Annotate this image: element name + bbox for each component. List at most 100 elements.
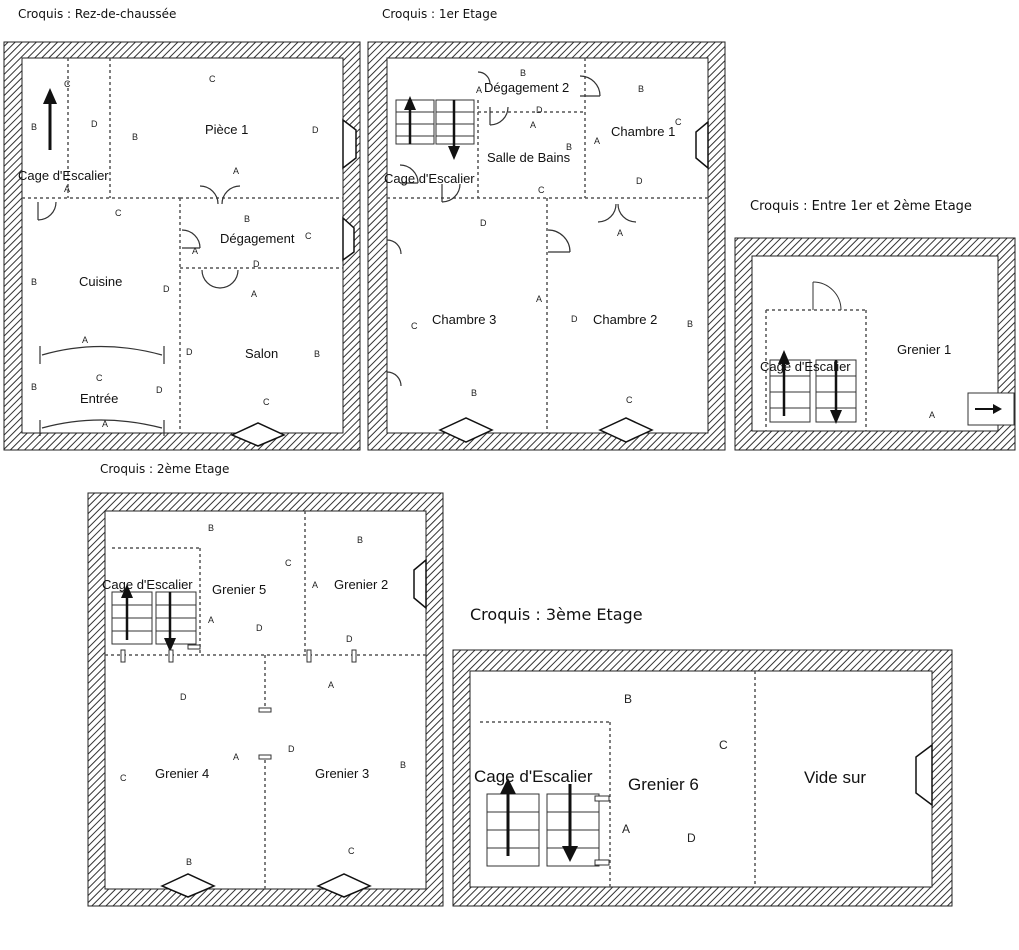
- svg-text:A: A: [594, 136, 600, 146]
- room-degagement2-label: Dégagement 2: [484, 80, 569, 95]
- svg-text:C: C: [719, 738, 728, 752]
- room-grenier1-label: Grenier 1: [897, 342, 951, 357]
- svg-text:C: C: [263, 397, 270, 407]
- svg-text:A: A: [192, 246, 198, 256]
- room-piece1-label: Pièce 1: [205, 122, 248, 137]
- room-chambre1-label: Chambre 1: [611, 124, 675, 139]
- room-entree-label: Entrée: [80, 391, 118, 406]
- room-vide-label: Vide sur: [804, 768, 866, 787]
- svg-text:D: D: [636, 176, 643, 186]
- room-first-stair-label: Cage d'Escalier: [384, 171, 475, 186]
- svg-text:B: B: [520, 68, 526, 78]
- room-cuisine-label: Cuisine: [79, 274, 122, 289]
- svg-text:B: B: [357, 535, 363, 545]
- svg-text:B: B: [638, 84, 644, 94]
- room-second-stair-label: Cage d'Escalier: [102, 577, 193, 592]
- room-chambre3-label: Chambre 3: [432, 312, 496, 327]
- first-floor-walls: [367, 41, 726, 451]
- svg-text:C: C: [120, 773, 127, 783]
- svg-text:A: A: [64, 184, 70, 194]
- first-floor-title: Croquis : 1er Etage: [382, 7, 498, 21]
- svg-text:A: A: [530, 120, 536, 130]
- first-floor-plan: Dégagement 2 Cage d'Escalier Salle de Ba…: [367, 41, 726, 451]
- svg-text:D: D: [687, 831, 696, 845]
- svg-text:A: A: [622, 822, 630, 836]
- svg-text:A: A: [476, 85, 482, 95]
- svg-text:D: D: [312, 125, 319, 135]
- svg-text:D: D: [253, 259, 260, 269]
- ground-wall-letters: C D B A C B D A C B C A D A B D D B A C …: [31, 74, 320, 429]
- svg-text:A: A: [82, 335, 88, 345]
- svg-text:D: D: [536, 105, 543, 115]
- svg-text:D: D: [156, 385, 163, 395]
- svg-text:B: B: [687, 319, 693, 329]
- second-floor-walls: [87, 492, 444, 907]
- svg-text:D: D: [163, 284, 170, 294]
- room-grenier4-label: Grenier 4: [155, 766, 209, 781]
- svg-text:D: D: [571, 314, 578, 324]
- svg-text:B: B: [471, 388, 477, 398]
- svg-text:B: B: [244, 214, 250, 224]
- room-grenier5-label: Grenier 5: [212, 582, 266, 597]
- room-between-stair-label: Cage d'Escalier: [760, 359, 851, 374]
- svg-text:C: C: [305, 231, 312, 241]
- svg-text:D: D: [186, 347, 193, 357]
- svg-text:D: D: [480, 218, 487, 228]
- svg-text:C: C: [64, 79, 71, 89]
- svg-text:A: A: [208, 615, 214, 625]
- third-floor-plan: Cage d'Escalier Grenier 6 Vide sur B C A…: [452, 649, 953, 907]
- svg-text:A: A: [617, 228, 623, 238]
- svg-text:C: C: [538, 185, 545, 195]
- svg-text:D: D: [180, 692, 187, 702]
- svg-text:B: B: [186, 857, 192, 867]
- between-floor-title: Croquis : Entre 1er et 2ème Etage: [750, 199, 972, 214]
- svg-text:A: A: [233, 166, 239, 176]
- room-sdb-label: Salle de Bains: [487, 150, 571, 165]
- svg-text:C: C: [626, 395, 633, 405]
- room-chambre2-label: Chambre 2: [593, 312, 657, 327]
- svg-text:A: A: [102, 419, 108, 429]
- svg-text:D: D: [91, 119, 98, 129]
- svg-text:C: C: [285, 558, 292, 568]
- room-grenier6-label: Grenier 6: [628, 775, 699, 794]
- svg-text:C: C: [209, 74, 216, 84]
- room-ground-stair-label: Cage d'Escalier: [18, 168, 109, 183]
- svg-text:A: A: [233, 752, 239, 762]
- svg-text:C: C: [115, 208, 122, 218]
- between-floor-plan: Cage d'Escalier Grenier 1 A: [734, 237, 1016, 451]
- svg-text:B: B: [31, 122, 37, 132]
- ground-floor-plan: Pièce 1 Cage d'Escalier Dégagement Cuisi…: [3, 41, 361, 451]
- between-floor-walls: [734, 237, 1016, 451]
- svg-text:A: A: [312, 580, 318, 590]
- room-grenier3-label: Grenier 3: [315, 766, 369, 781]
- svg-text:B: B: [31, 277, 37, 287]
- room-grenier2-label: Grenier 2: [334, 577, 388, 592]
- room-third-stair-label: Cage d'Escalier: [474, 767, 593, 786]
- third-wall-letters: B C A D: [622, 692, 728, 845]
- svg-text:D: D: [288, 744, 295, 754]
- room-degagement-label: Dégagement: [220, 231, 295, 246]
- second-floor-title: Croquis : 2ème Etage: [100, 462, 230, 476]
- svg-text:A: A: [251, 289, 257, 299]
- room-salon-label: Salon: [245, 346, 278, 361]
- svg-text:D: D: [346, 634, 353, 644]
- svg-text:B: B: [31, 382, 37, 392]
- ground-floor-title: Croquis : Rez-de-chaussée: [18, 7, 177, 21]
- svg-text:B: B: [566, 142, 572, 152]
- second-floor-plan: Cage d'Escalier Grenier 5 Grenier 2 Gren…: [87, 492, 444, 907]
- svg-text:B: B: [314, 349, 320, 359]
- svg-text:C: C: [348, 846, 355, 856]
- svg-text:A: A: [536, 294, 542, 304]
- svg-text:B: B: [400, 760, 406, 770]
- second-wall-letters: B B C A A D D A D D A B C C B: [120, 523, 406, 867]
- svg-text:A: A: [328, 680, 334, 690]
- svg-text:C: C: [675, 117, 682, 127]
- svg-text:B: B: [132, 132, 138, 142]
- first-wall-letters: B B D A A B A C D C D A A C D B B C: [411, 68, 693, 405]
- svg-text:B: B: [624, 692, 632, 706]
- svg-text:C: C: [96, 373, 103, 383]
- third-floor-title: Croquis : 3ème Etage: [470, 605, 643, 624]
- third-floor-walls: [452, 649, 953, 907]
- svg-text:D: D: [256, 623, 263, 633]
